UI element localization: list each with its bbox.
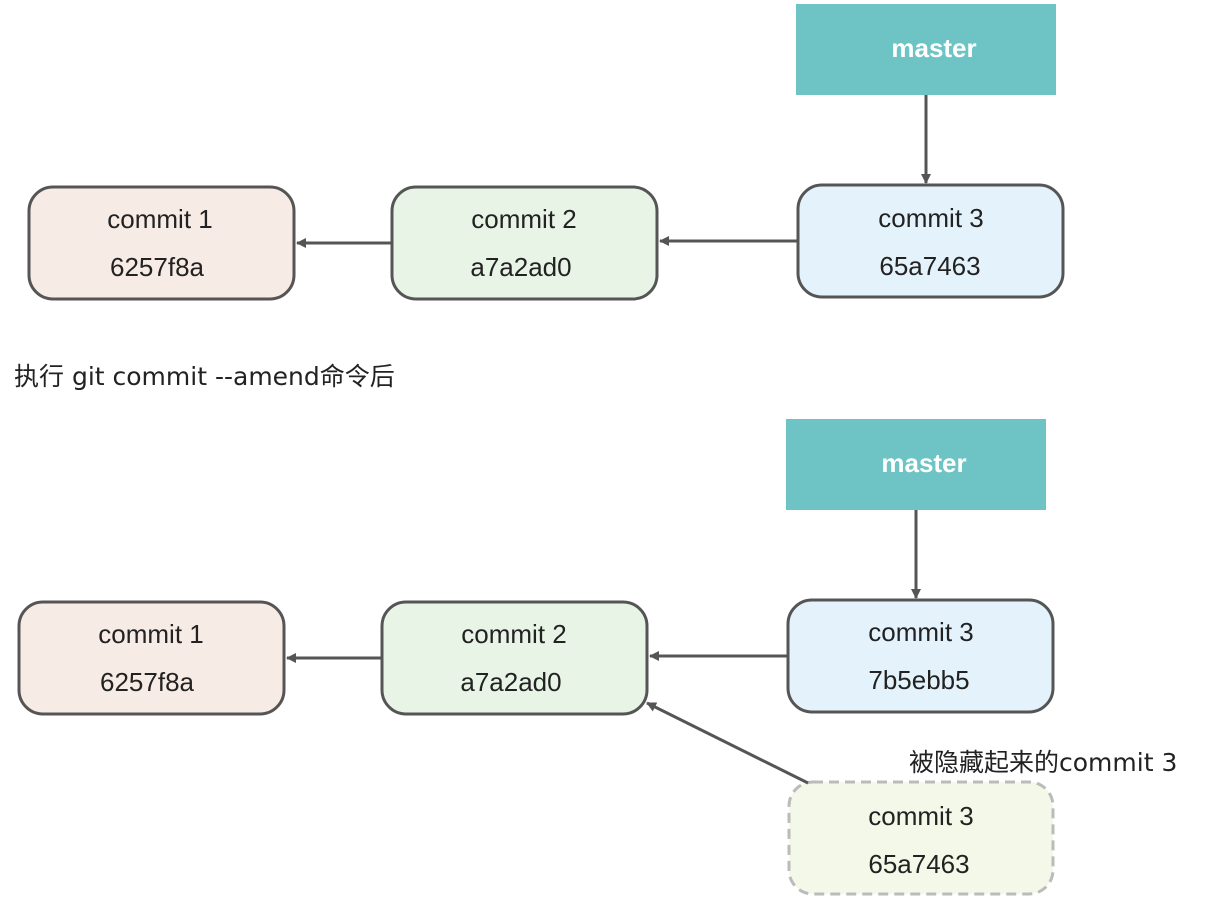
after-commit-1-hash: 6257f8a xyxy=(100,667,195,697)
after-arrow-hidden-commit-to-commit-2 xyxy=(646,701,809,785)
after-commit-2-box xyxy=(380,600,649,716)
before-commit-3-hash: 65a7463 xyxy=(879,251,980,281)
after-commit-1-label: commit 1 xyxy=(98,619,203,649)
amend-caption: 执行 git commit --amend命令后 xyxy=(14,362,395,391)
hidden-commit-caption: 被隐藏起来的commit 3 xyxy=(909,748,1177,777)
before-master-box xyxy=(796,4,1056,95)
after-master-branch: master xyxy=(786,419,1046,510)
after-commit-3-hash: 7b5ebb5 xyxy=(868,665,969,695)
before-commit-1-box xyxy=(27,185,296,301)
after-commit-2: commit 2 a7a2ad0 xyxy=(380,600,649,716)
hidden-commit-3-box xyxy=(787,780,1055,896)
before-commit-3-box xyxy=(796,183,1065,299)
before-commit-3-label: commit 3 xyxy=(878,203,983,233)
before-master-label: master xyxy=(891,33,976,63)
hidden-commit-3-label: commit 3 xyxy=(868,801,973,831)
before-commit-1: commit 1 6257f8a xyxy=(27,185,296,301)
after-commit-2-label: commit 2 xyxy=(461,619,566,649)
after-commit-3-label: commit 3 xyxy=(868,617,973,647)
after-commit-1-box xyxy=(17,600,286,716)
after-master-label: master xyxy=(881,448,966,478)
before-commit-1-label: commit 1 xyxy=(107,204,212,234)
after-master-box xyxy=(786,419,1046,510)
before-section: master commit 1 6257f8a commit 2 a7a2ad0… xyxy=(27,4,1065,301)
before-commit-2-hash: a7a2ad0 xyxy=(470,252,571,282)
after-commit-3: commit 3 7b5ebb5 xyxy=(786,598,1055,714)
after-commit-2-hash: a7a2ad0 xyxy=(460,667,561,697)
before-commit-2-label: commit 2 xyxy=(471,204,576,234)
after-section: master commit 1 6257f8a commit 2 a7a2ad0… xyxy=(17,419,1177,896)
before-commit-2: commit 2 a7a2ad0 xyxy=(390,185,659,301)
before-commit-3: commit 3 65a7463 xyxy=(796,183,1065,299)
after-commit-1: commit 1 6257f8a xyxy=(17,600,286,716)
before-commit-1-hash: 6257f8a xyxy=(110,252,205,282)
before-master-branch: master xyxy=(796,4,1056,95)
after-commit-3-box xyxy=(786,598,1055,714)
hidden-commit-3: commit 3 65a7463 xyxy=(787,780,1055,896)
before-commit-2-box xyxy=(390,185,659,301)
hidden-commit-3-hash: 65a7463 xyxy=(868,849,969,879)
